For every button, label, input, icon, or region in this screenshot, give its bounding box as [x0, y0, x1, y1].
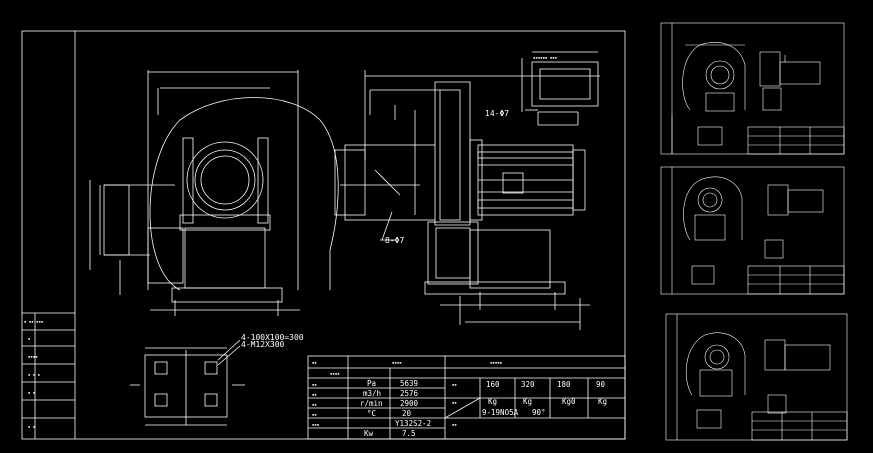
weight-2: Kg: [523, 397, 532, 406]
svg-text:▪▪▪▪: ▪▪▪▪: [392, 360, 402, 365]
outlet-flange-detail: [521, 51, 599, 126]
svg-text:▪▪▪▪: ▪▪▪▪: [330, 371, 340, 376]
spec-unit-4: °C: [367, 409, 376, 418]
foundation-bolt-plate: [130, 339, 245, 426]
weight-3: Kg0: [562, 397, 576, 406]
spec-value-2: 2576: [400, 389, 419, 398]
fan-side-view: [334, 70, 600, 330]
callout-14-holes: 14-Φ7: [485, 109, 509, 118]
svg-text:▪▪: ▪▪: [452, 382, 457, 387]
spec-unit-6: Kw: [364, 429, 374, 438]
svg-text:▪▪: ▪▪: [312, 402, 317, 407]
fan-model: 9-19NO5A: [482, 408, 519, 417]
svg-text:▪▪▪▪▪▪ ▪▪▪: ▪▪▪▪▪▪ ▪▪▪: [533, 55, 557, 60]
angle-2: 320: [521, 380, 535, 389]
angle-1: 160: [486, 380, 500, 389]
spec-unit-1: Pa: [367, 379, 376, 388]
callout-bolt-spec: 4-M12X300: [241, 340, 285, 349]
svg-text:▪▪▪▪▪: ▪▪▪▪▪: [490, 360, 502, 365]
svg-text:▪▪: ▪▪: [312, 392, 317, 397]
spec-value-3: 2900: [400, 399, 419, 408]
thumbnail-sheet-1: [660, 22, 845, 155]
svg-text:▪ ▪▪ ▪▪▪: ▪ ▪▪ ▪▪▪: [24, 319, 43, 324]
svg-text:▪: ▪: [28, 336, 30, 341]
left-title-block: [22, 312, 75, 439]
spec-value-1: 5639: [400, 379, 418, 388]
svg-text:▪▪: ▪▪: [312, 412, 317, 417]
svg-text:▪ ▪: ▪ ▪: [28, 424, 35, 429]
spec-value-6: 7.5: [402, 429, 416, 438]
thumbnail-sheet-3: [665, 313, 848, 441]
angle-note: 90°: [532, 408, 546, 417]
svg-text:▪▪: ▪▪: [312, 360, 317, 365]
svg-text:▪▪: ▪▪: [452, 422, 457, 427]
svg-text:▪▪▪: ▪▪▪: [312, 422, 319, 427]
svg-text:▪ ▪ ▪: ▪ ▪ ▪: [28, 372, 40, 377]
spec-unit-2: m3/h: [363, 389, 381, 398]
spec-motor-model: Y132S2-2: [395, 419, 431, 428]
weight-4: Kg: [598, 397, 607, 406]
callout-bolt-holes: 4-100X100=300: [241, 333, 304, 342]
svg-text:▪▪: ▪▪: [452, 400, 457, 405]
spec-unit-3: r/min: [360, 399, 383, 408]
svg-text:▪▪▪▪: ▪▪▪▪: [28, 354, 38, 359]
spec-value-4: 20: [402, 409, 412, 418]
svg-text:▪ ▪: ▪ ▪: [28, 390, 35, 395]
callout-8-holes: 8-Φ7: [385, 236, 404, 245]
angle-3: 180: [557, 380, 571, 389]
spec-table-grid: [307, 355, 626, 440]
svg-text:▪▪: ▪▪: [312, 382, 317, 387]
angle-4: 90: [596, 380, 606, 389]
fan-front-view: [89, 70, 339, 316]
weight-1: Kg: [488, 397, 497, 406]
thumbnail-sheet-2: [660, 166, 845, 295]
